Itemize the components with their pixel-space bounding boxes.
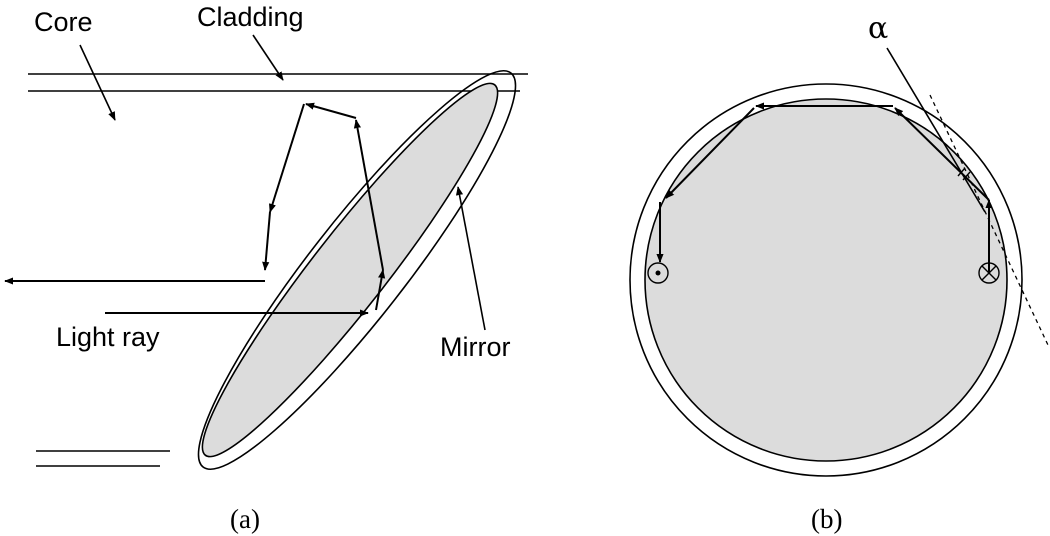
angle-pointer bbox=[886, 47, 986, 213]
light-ray-seg-5 bbox=[262, 211, 271, 271]
caption-a: (a) bbox=[230, 504, 260, 534]
cladding-cross-section bbox=[629, 83, 1023, 477]
out-of-page-symbol bbox=[647, 262, 669, 284]
cladding-label: Cladding bbox=[197, 2, 304, 32]
into-page-symbol bbox=[978, 262, 1000, 284]
out-of-page-dot bbox=[655, 270, 661, 276]
ray-b-seg-2 bbox=[894, 107, 990, 201]
cladding-end-ellipse bbox=[197, 69, 517, 471]
ray-b-seg-4 bbox=[665, 107, 755, 199]
light-ray-seg-4 bbox=[268, 103, 305, 213]
cladding-pointer bbox=[252, 34, 284, 81]
core-label: Core bbox=[34, 7, 93, 37]
alpha-label: α bbox=[868, 11, 888, 46]
caption-b: (b) bbox=[811, 504, 842, 534]
mirror-pointer bbox=[455, 186, 486, 331]
core-cross-section bbox=[644, 98, 1008, 462]
panel-a: Core Cladding Light ray Mirror (a) bbox=[4, 2, 528, 534]
mirror-surface bbox=[201, 82, 499, 458]
light-ray-seg-2 bbox=[353, 119, 384, 271]
core-pointer bbox=[79, 44, 116, 121]
panel-b: α (b) bbox=[629, 11, 1049, 534]
light-ray-seg-1 bbox=[375, 269, 386, 311]
light-ray-seg-3 bbox=[305, 102, 357, 119]
light-ray-label: Light ray bbox=[56, 322, 160, 352]
mirror-label: Mirror bbox=[440, 332, 510, 362]
